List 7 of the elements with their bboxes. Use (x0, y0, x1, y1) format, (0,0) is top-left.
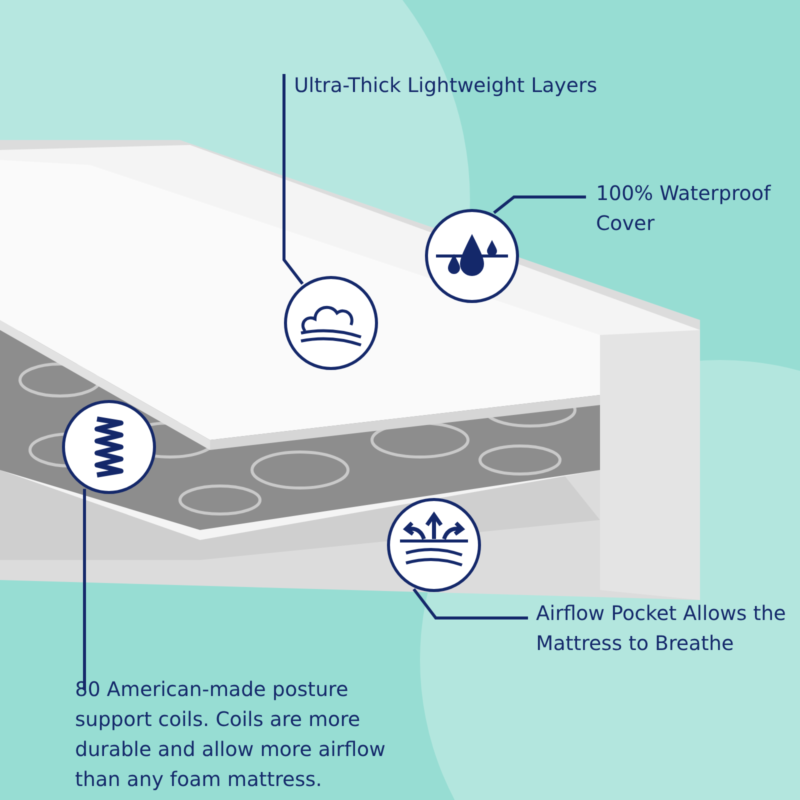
callout-text: Ultra-Thick Lightweight Layers (294, 70, 634, 100)
leader-line (83, 488, 86, 690)
callout-text: Airflow Pocket Allows the Mattress to Breathe (536, 598, 796, 658)
leader-line (493, 196, 586, 214)
leader-line (282, 74, 304, 285)
callout-text: 100% Waterproof Cover (596, 178, 796, 238)
leader-line (412, 588, 528, 620)
